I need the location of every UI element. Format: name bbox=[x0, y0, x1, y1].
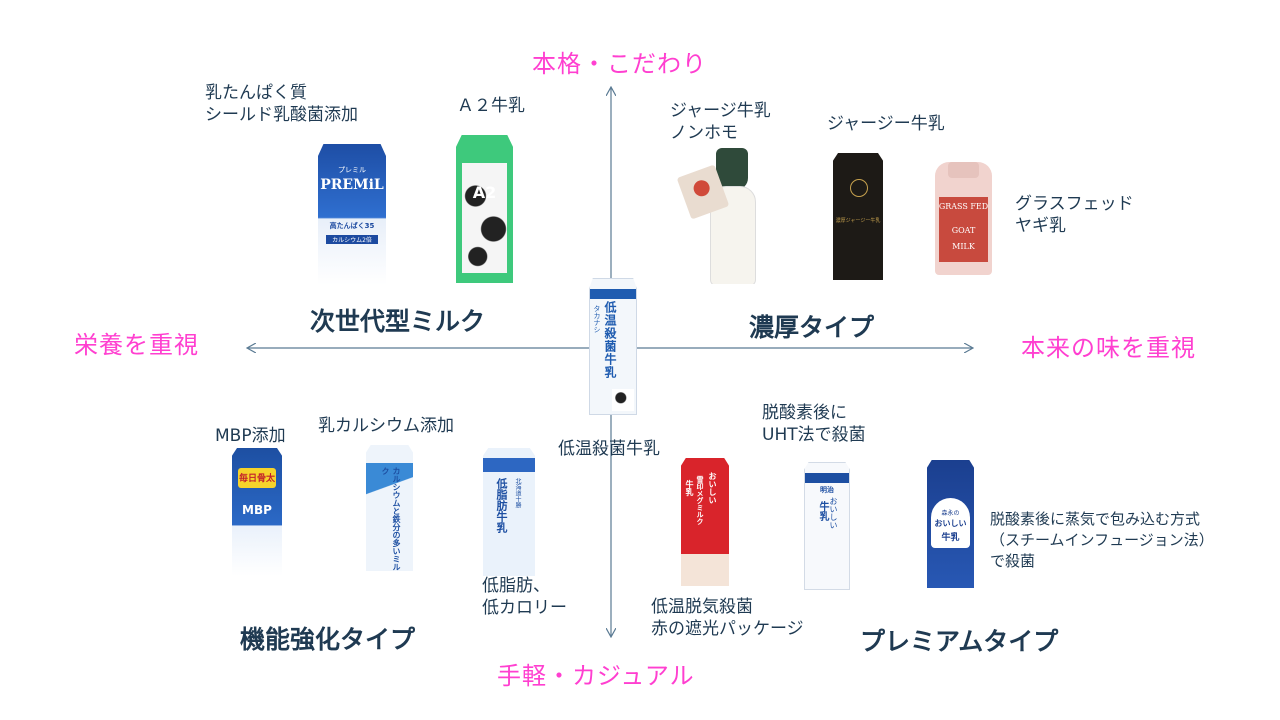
annotation-snow: 低温脱気殺菌 赤の遮光パッケージ bbox=[651, 596, 804, 640]
annotation-steam-line3: で殺菌 bbox=[990, 551, 1214, 572]
a2-label-text: A2 bbox=[456, 183, 513, 202]
annotation-lowfat: 低脂肪、 低カロリー bbox=[482, 575, 567, 619]
takanashi-brand-text: タカナシ bbox=[592, 305, 602, 333]
annotation-lowfat-line1: 低脂肪、 bbox=[482, 575, 567, 597]
snow-main-text-2: 雪印メグミルク bbox=[695, 476, 705, 525]
snow-main-text-1: おいしい bbox=[707, 472, 718, 504]
category-rich: 濃厚タイプ bbox=[749, 308, 874, 344]
goat-milk-bottle-image: GRASS FED GOAT MILK bbox=[935, 162, 992, 275]
a2-carton-image: A2 bbox=[456, 135, 513, 283]
annotation-center: 低温殺菌牛乳 bbox=[558, 438, 660, 460]
mbp-sub-text: MBP bbox=[232, 503, 282, 517]
annotation-uht-line1: 脱酸素後に bbox=[762, 402, 866, 424]
goat-text-1: GRASS FED bbox=[935, 202, 992, 211]
annotation-mbp: MBP添加 bbox=[215, 425, 286, 447]
meiji-carton-image: 明治 おいしい 牛乳 bbox=[804, 462, 850, 590]
mbp-carton-image: 毎日骨太 MBP bbox=[232, 448, 282, 576]
mbp-main-text: 毎日骨太 bbox=[232, 471, 282, 484]
meiji-main-text-2: 牛乳 bbox=[815, 501, 830, 521]
axis-label-top: 本格・こだわり bbox=[532, 44, 707, 79]
category-functional: 機能強化タイプ bbox=[240, 620, 415, 656]
morinaga-main-text-2: おいしい bbox=[927, 518, 974, 529]
annotation-snow-line1: 低温脱気殺菌 bbox=[651, 596, 804, 618]
category-next-gen: 次世代型ミルク bbox=[310, 302, 485, 338]
snow-brand-carton-image: おいしい 雪印メグミルク 牛乳 bbox=[681, 458, 729, 586]
takanashi-main-text: 低温殺菌牛乳 bbox=[602, 301, 619, 379]
axis-label-bottom: 手軽・カジュアル bbox=[497, 656, 695, 691]
morinaga-main-text-1: 森永の bbox=[927, 508, 974, 517]
annotation-steam: 脱酸素後に蒸気で包み込む方式 （スチームインフュージョン法） で殺菌 bbox=[990, 509, 1214, 572]
morinaga-main-text-3: 牛乳 bbox=[927, 530, 974, 543]
morinaga-carton-image: 森永の おいしい 牛乳 bbox=[927, 460, 974, 588]
takanashi-cow-icon bbox=[612, 389, 634, 411]
annotation-jersey-nonhomo: ジャージ牛乳 ノンホモ bbox=[670, 100, 771, 144]
premil-top-text: プレミル bbox=[318, 165, 386, 175]
lowfat-carton-image: 低脂肪牛乳 北海道十勝 bbox=[483, 448, 535, 576]
meiji-brand-text: 明治 bbox=[805, 485, 849, 495]
annotation-protein-line2: シールド乳酸菌添加 bbox=[205, 104, 358, 126]
lowfat-main-text: 低脂肪牛乳 bbox=[493, 478, 509, 533]
annotation-steam-line1: 脱酸素後に蒸気で包み込む方式 bbox=[990, 509, 1214, 530]
annotation-lowfat-line2: 低カロリー bbox=[482, 597, 567, 619]
takanashi-top-band bbox=[590, 289, 636, 299]
annotation-a2: Ａ２牛乳 bbox=[457, 95, 525, 117]
premil-carton-image: プレミル PREMiL 高たんぱく35 カルシウム2倍 bbox=[318, 135, 386, 285]
meiji-top-band bbox=[805, 473, 849, 483]
lowfat-top-band bbox=[483, 458, 535, 472]
annotation-steam-line2: （スチームインフュージョン法） bbox=[990, 530, 1214, 551]
annotation-calcium: 乳カルシウム添加 bbox=[318, 415, 454, 437]
goat-text-3: MILK bbox=[935, 242, 992, 251]
axis-label-right: 本来の味を重視 bbox=[1021, 328, 1196, 363]
jersey-box-emblem-icon bbox=[850, 179, 868, 197]
lowfat-sub-text: 北海道十勝 bbox=[513, 478, 522, 508]
goat-bottle-cap bbox=[948, 162, 979, 178]
annotation-goat-line1: グラスフェッド bbox=[1015, 193, 1134, 215]
goat-text-2: GOAT bbox=[935, 226, 992, 235]
snow-main-text-3: 牛乳 bbox=[684, 480, 695, 496]
premil-protein-text: 高たんぱく35 bbox=[318, 221, 386, 231]
annotation-protein: 乳たんぱく質 シールド乳酸菌添加 bbox=[205, 82, 358, 126]
annotation-uht-line2: UHT法で殺菌 bbox=[762, 424, 866, 446]
calcium-main-text: カルシウムと鉄分の多いミルク bbox=[380, 467, 402, 571]
takanashi-carton-image: タカナシ 低温殺菌牛乳 bbox=[589, 278, 637, 415]
axis-label-left: 栄養を重視 bbox=[74, 325, 199, 360]
annotation-jersey-nonhomo-line1: ジャージ牛乳 bbox=[670, 100, 771, 122]
annotation-snow-line2: 赤の遮光パッケージ bbox=[651, 618, 804, 640]
calcium-carton-image: カルシウムと鉄分の多いミルク bbox=[366, 445, 413, 571]
jersey-box-image: 濃厚ジャージー牛乳 bbox=[833, 153, 883, 280]
category-premium: プレミアムタイプ bbox=[860, 622, 1058, 658]
jersey-box-text: 濃厚ジャージー牛乳 bbox=[833, 217, 883, 224]
annotation-uht: 脱酸素後に UHT法で殺菌 bbox=[762, 402, 866, 446]
annotation-protein-line1: 乳たんぱく質 bbox=[205, 82, 358, 104]
a2-cow-pattern bbox=[462, 163, 507, 273]
annotation-jersey: ジャージー牛乳 bbox=[827, 113, 945, 135]
annotation-goat: グラスフェッド ヤギ乳 bbox=[1015, 193, 1134, 237]
annotation-goat-line2: ヤギ乳 bbox=[1015, 215, 1134, 237]
premil-calcium-text: カルシウム2倍 bbox=[326, 235, 378, 244]
annotation-jersey-nonhomo-line2: ノンホモ bbox=[670, 122, 771, 144]
premil-brand-text: PREMiL bbox=[318, 177, 386, 193]
snow-bottom-band bbox=[681, 554, 729, 586]
